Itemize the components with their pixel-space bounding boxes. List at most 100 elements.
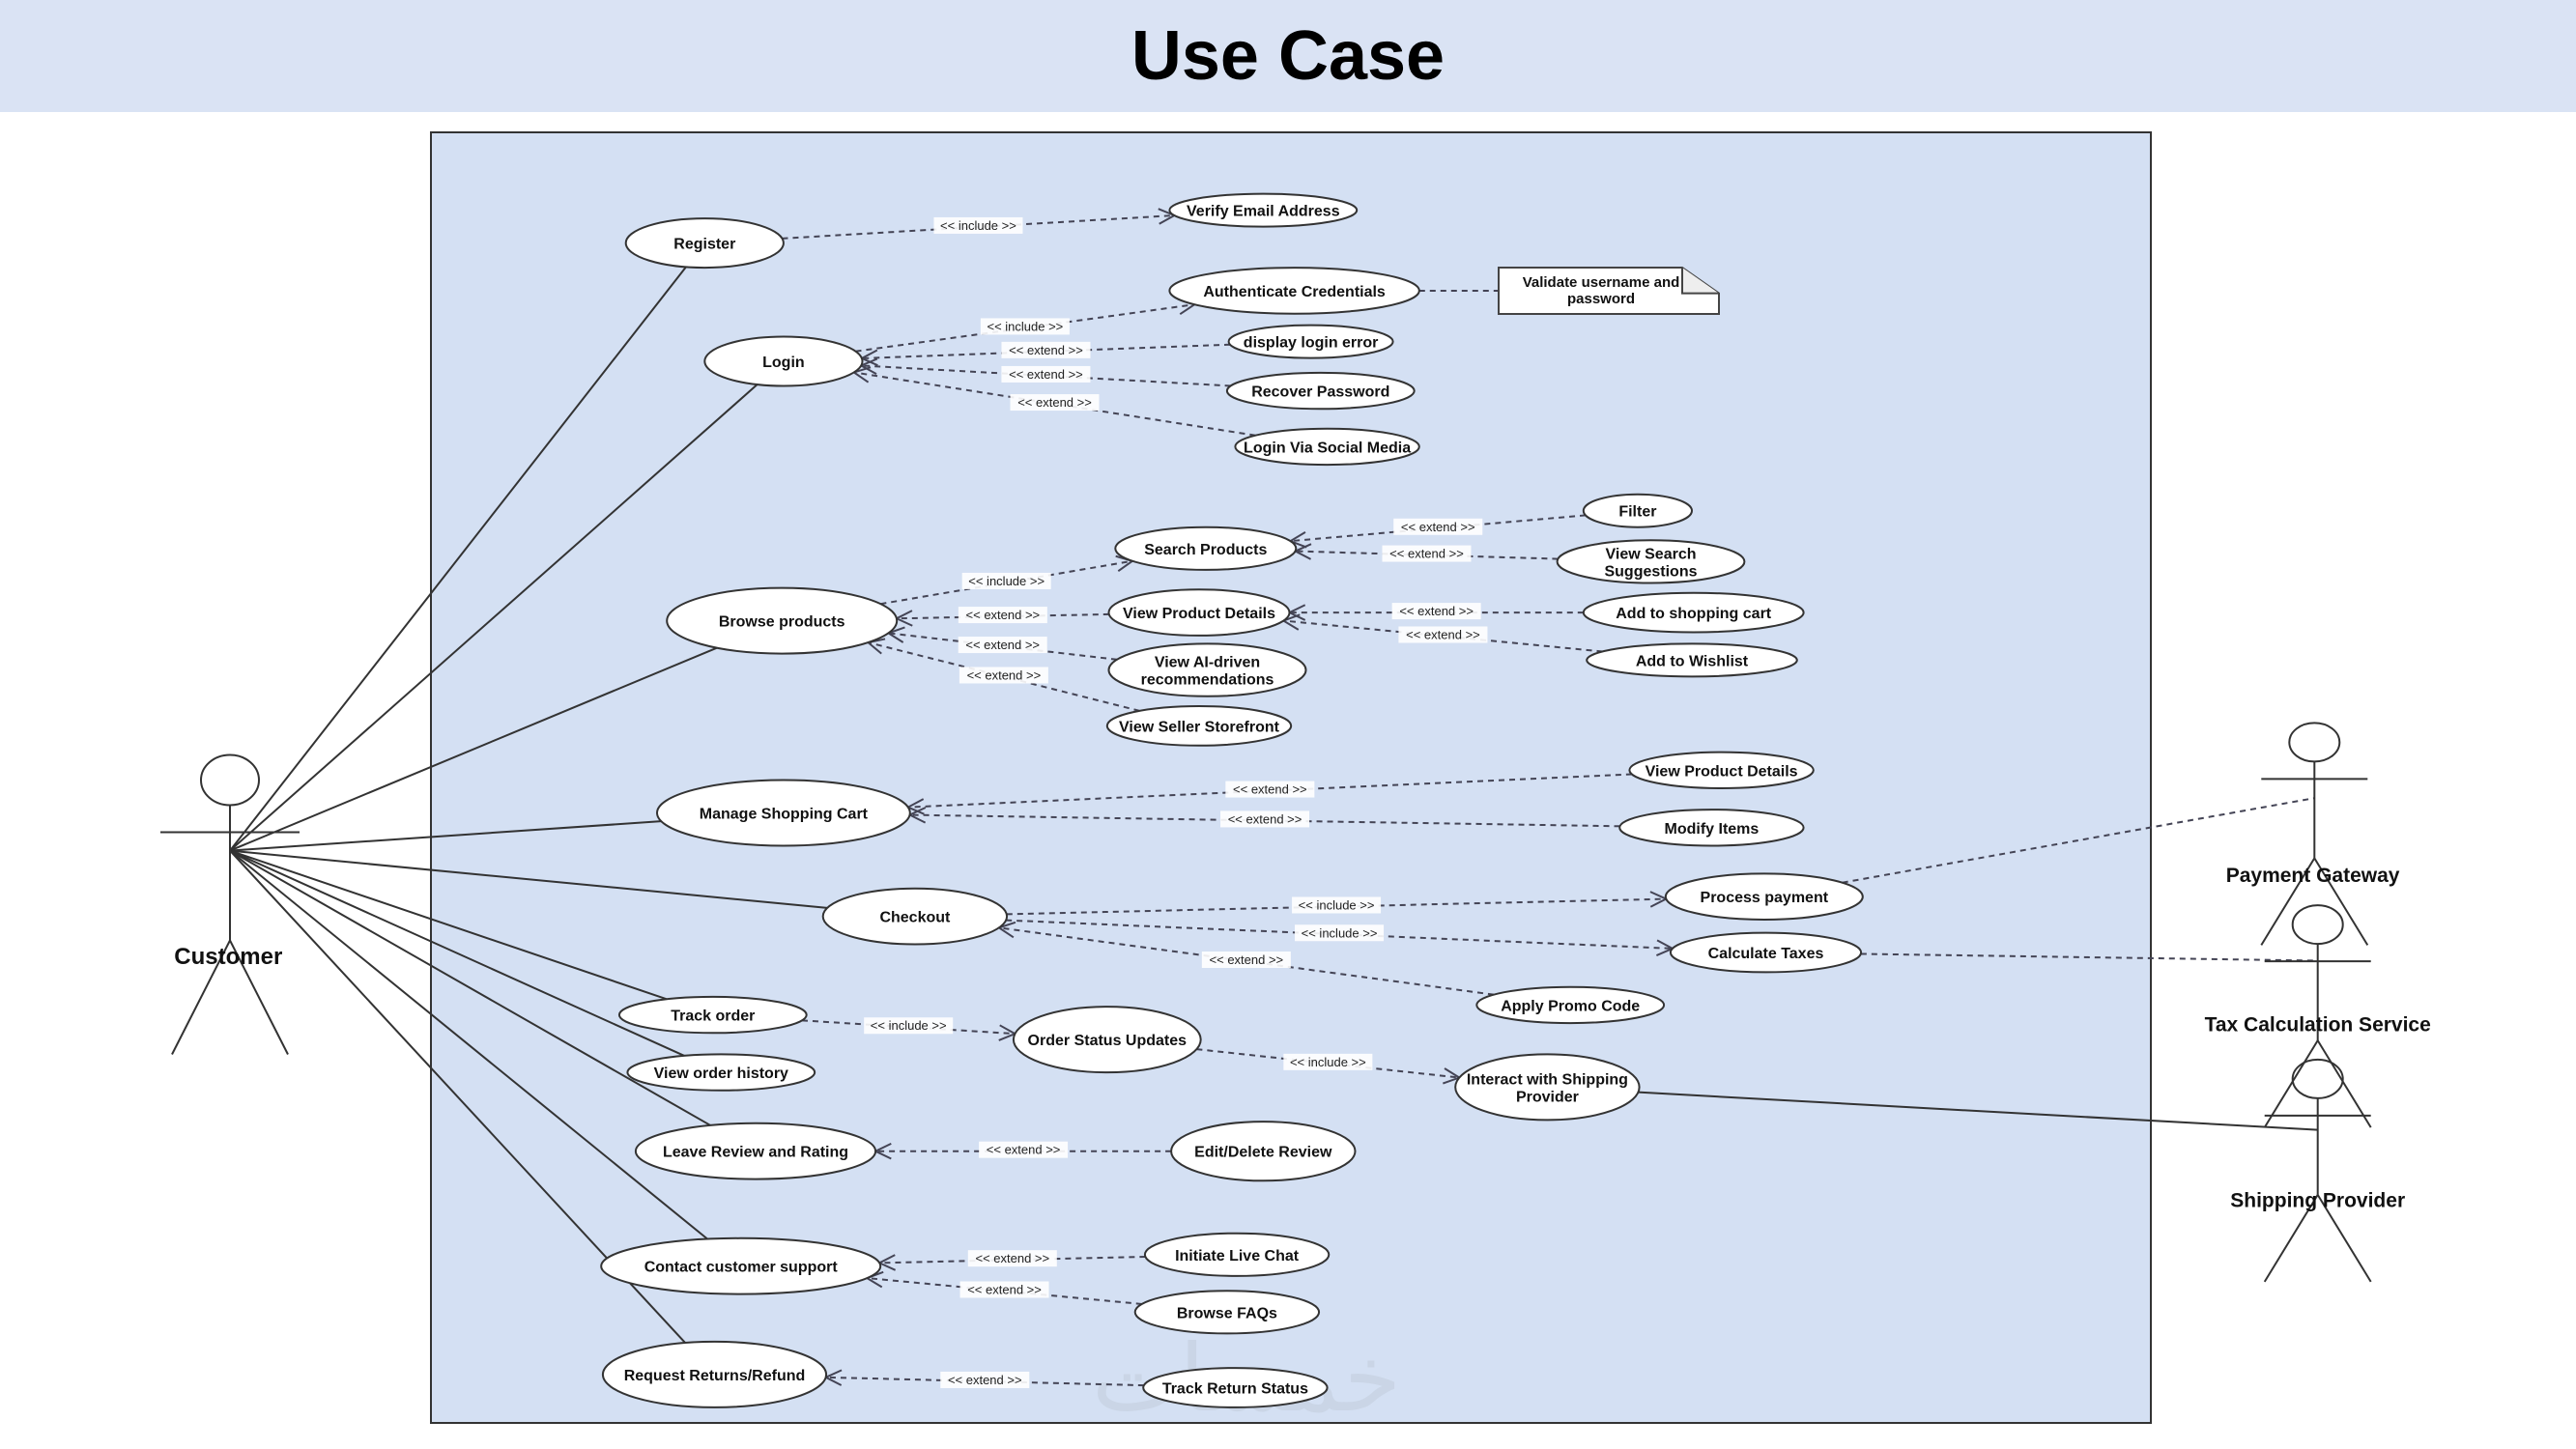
actor-tax[interactable]: Tax Calculation Service (2205, 904, 2431, 1128)
actor-head (2288, 722, 2341, 763)
use-case-status[interactable]: Order Status Updates (1012, 1006, 1202, 1074)
label-background (979, 1141, 1069, 1158)
use-case-label: Process payment (1701, 890, 1829, 906)
use-case-label: Browse products (719, 614, 845, 631)
use-case-ellipse (617, 995, 808, 1035)
use-case-ellipse (1582, 591, 1805, 634)
use-case-faq[interactable]: Browse FAQs (1133, 1290, 1321, 1335)
use-case-label: View Product Details (1646, 763, 1798, 780)
use-case-label: Suggestions (1604, 563, 1697, 580)
use-case-auth[interactable]: Authenticate Credentials (1168, 267, 1420, 315)
use-case-ellipse (1170, 1121, 1357, 1182)
use-case-label: recommendations (1141, 672, 1274, 689)
use-case-label: Track Return Status (1162, 1381, 1308, 1398)
stereotype-label: << include >> (961, 572, 1051, 589)
use-case-details2[interactable]: View Product Details (1628, 751, 1815, 789)
label-background (864, 1017, 954, 1035)
use-case-label: Order Status Updates (1028, 1033, 1188, 1049)
use-case-checkout[interactable]: Checkout (821, 887, 1009, 946)
use-case-social[interactable]: Login Via Social Media (1234, 427, 1420, 467)
stereotype-label: << extend >> (958, 637, 1047, 654)
use-case-ellipse (1227, 324, 1394, 359)
use-case-support[interactable]: Contact customer support (600, 1236, 882, 1295)
label-background (1001, 365, 1091, 383)
stereotype-text: << include >> (871, 1018, 947, 1033)
use-case-ellipse (634, 1122, 877, 1180)
actor-customer[interactable]: Customer (160, 753, 300, 1055)
actor-shipping[interactable]: Shipping Provider (2230, 1058, 2405, 1283)
use-case-label: Apply Promo Code (1501, 998, 1640, 1014)
use-case-seller[interactable]: View Seller Storefront (1105, 705, 1293, 747)
stereotype-label: << extend >> (1398, 626, 1488, 643)
use-case-label: Add to shopping cart (1616, 606, 1772, 622)
use-case-label: Checkout (879, 910, 951, 926)
use-case-label: View order history (654, 1065, 788, 1082)
use-case-register[interactable]: Register (624, 217, 785, 270)
use-case-filter[interactable]: Filter (1582, 493, 1694, 528)
use-case-taxes[interactable]: Calculate Taxes (1669, 931, 1863, 974)
stereotype-label: << extend >> (1393, 518, 1483, 535)
relationship-line (867, 1277, 1142, 1305)
stereotype-label: << extend >> (979, 1141, 1069, 1158)
use-case-search[interactable]: Search Products (1114, 526, 1298, 571)
use-case-returns[interactable]: Request Returns/Refund (601, 1340, 828, 1408)
use-case-recover[interactable]: Recover Password (1225, 371, 1416, 411)
use-case-chat[interactable]: Initiate Live Chat (1143, 1232, 1331, 1277)
use-case-browse[interactable]: Browse products (666, 586, 899, 655)
relationship-line (1290, 514, 1587, 543)
stereotype-label: << extend >> (1225, 781, 1315, 798)
use-case-history[interactable]: View order history (626, 1053, 816, 1092)
use-case-pay[interactable]: Process payment (1664, 872, 1864, 922)
label-background (1295, 924, 1385, 942)
use-case-ellipse (1107, 588, 1291, 637)
actor-leg-right (2316, 1039, 2372, 1128)
use-case-label: Recover Password (1251, 384, 1389, 401)
association-customer-history (229, 849, 685, 1057)
stereotype-text: << extend >> (967, 1283, 1042, 1297)
stereotype-text: << extend >> (965, 638, 1040, 652)
use-case-verify[interactable]: Verify Email Address (1168, 192, 1359, 228)
use-case-ellipse (1105, 705, 1293, 747)
actor-leg-right (2313, 857, 2369, 946)
stereotype-label: << extend >> (958, 607, 1047, 624)
label-background (1201, 952, 1291, 969)
use-case-track[interactable]: Track order (617, 995, 808, 1035)
use-case-ellipse (600, 1236, 882, 1295)
use-case-addcart[interactable]: Add to shopping cart (1582, 591, 1805, 634)
actor-name: Payment Gateway (2226, 865, 2400, 887)
label-background (961, 572, 1051, 589)
use-case-cart[interactable]: Manage Shopping Cart (656, 779, 911, 847)
actor-payment[interactable]: Payment Gateway (2226, 722, 2400, 946)
use-case-label: View Search (1606, 546, 1697, 562)
use-case-wishlist[interactable]: Add to Wishlist (1586, 642, 1798, 678)
actor-name: Shipping Provider (2230, 1190, 2405, 1212)
use-case-label: Contact customer support (644, 1260, 839, 1276)
stereotype-label: << extend >> (1391, 603, 1481, 620)
page-title: Use Case (1131, 17, 1445, 95)
use-case-trackret[interactable]: Track Return Status (1142, 1367, 1329, 1408)
use-case-promo[interactable]: Apply Promo Code (1475, 985, 1666, 1025)
stereotype-text: << include >> (968, 574, 1045, 588)
stereotype-text: << extend >> (966, 608, 1041, 622)
label-background (1283, 1053, 1373, 1070)
stereotype-label: << include >> (980, 318, 1070, 335)
use-case-ellipse (1586, 642, 1798, 678)
use-case-review[interactable]: Leave Review and Rating (634, 1122, 877, 1180)
stereotype-label: << extend >> (1001, 341, 1091, 358)
dependency-tax-taxes (1860, 952, 2318, 962)
use-case-editrev[interactable]: Edit/Delete Review (1170, 1121, 1357, 1182)
use-case-loginerr[interactable]: display login error (1227, 324, 1394, 359)
label-background (1225, 781, 1315, 798)
use-case-login[interactable]: Login (703, 335, 864, 387)
use-case-details[interactable]: View Product Details (1107, 588, 1291, 637)
use-case-modify[interactable]: Modify Items (1618, 809, 1805, 847)
stereotype-label: << include >> (1295, 924, 1385, 942)
use-case-ellipse (821, 887, 1009, 946)
association-customer-browse (229, 646, 718, 852)
association-customer-cart (229, 820, 662, 852)
stereotype-text: << extend >> (1228, 811, 1302, 826)
